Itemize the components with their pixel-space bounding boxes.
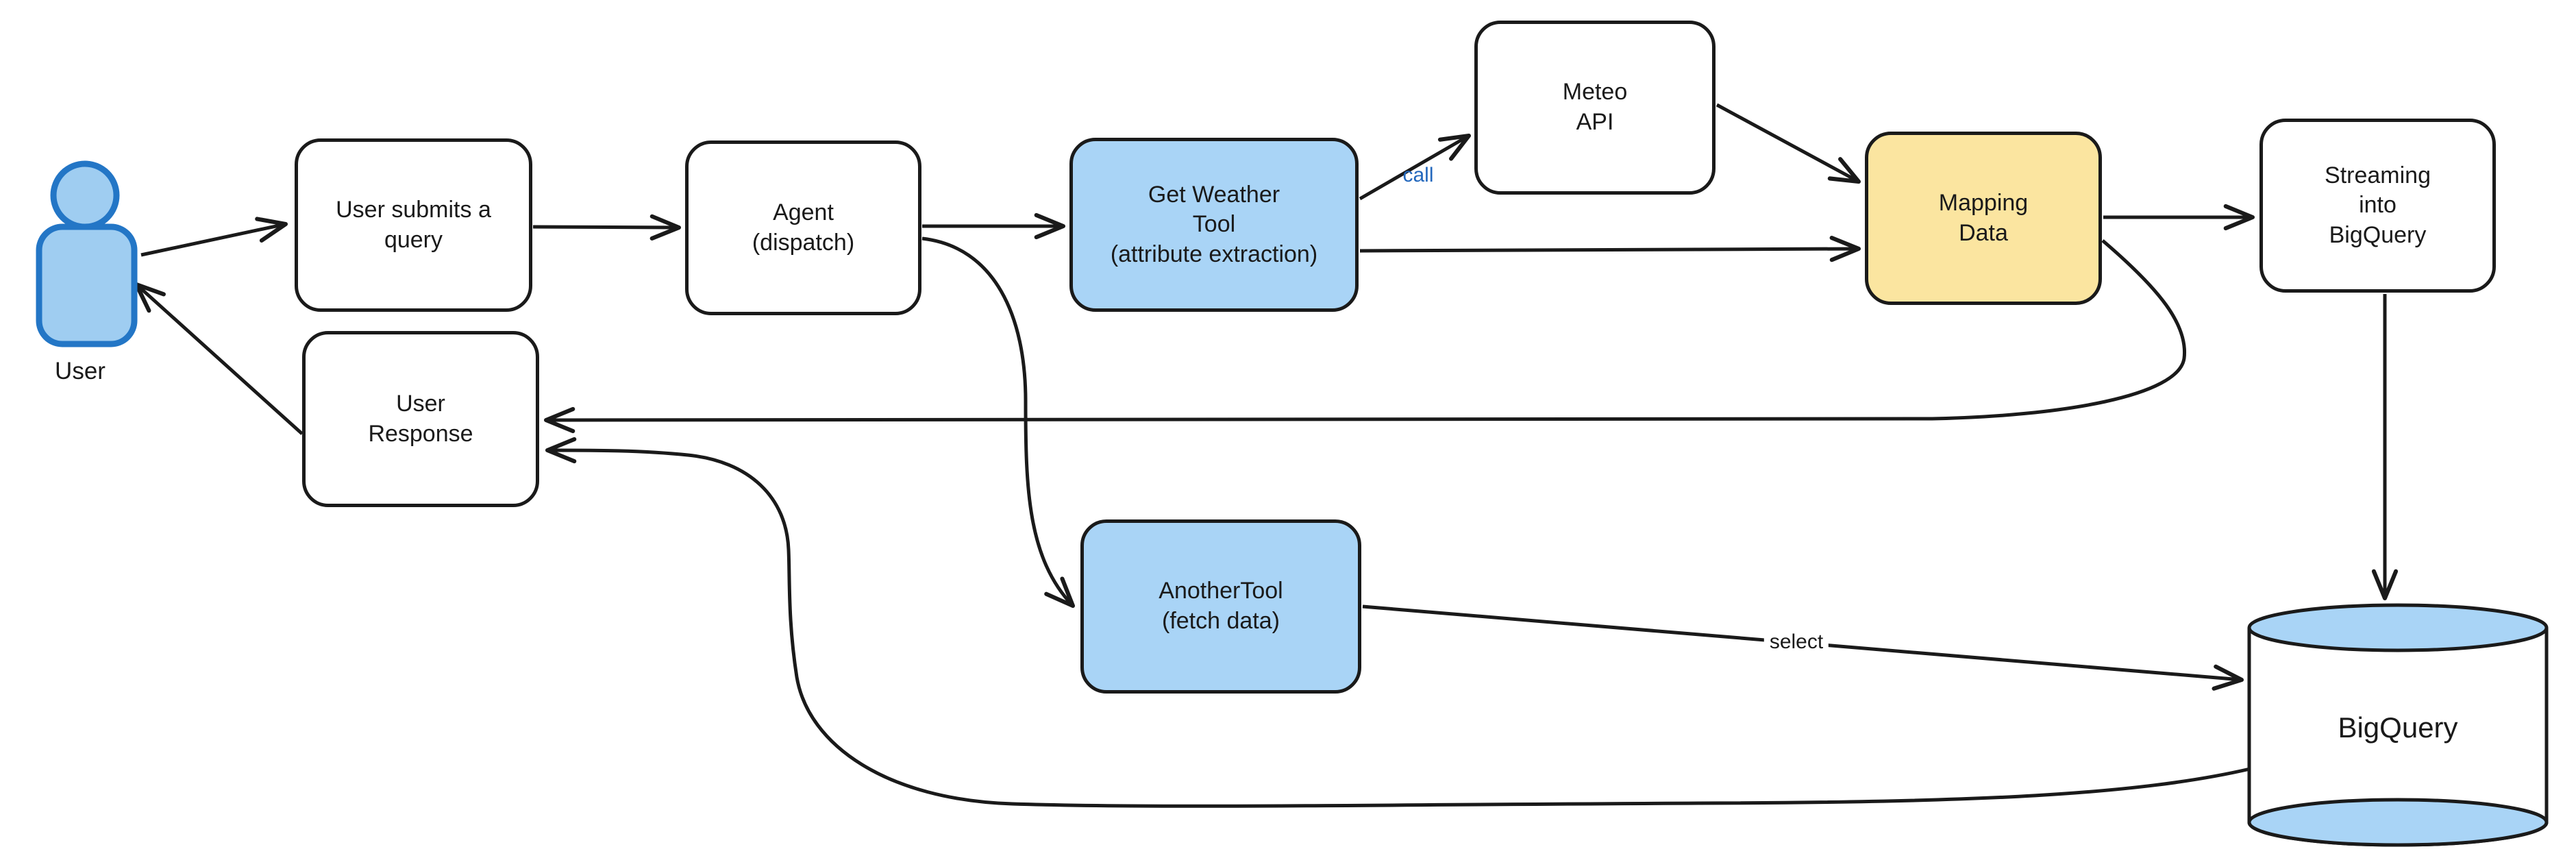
- edge-mapping-to-response: [543, 239, 2187, 434]
- node-meteo-api[interactable]: Meteo API: [1474, 21, 1716, 195]
- node-another-tool-label: AnotherTool (fetch data): [1159, 578, 1283, 634]
- edge-weather-to-meteo-call: [1359, 133, 1472, 201]
- node-another-tool[interactable]: AnotherTool (fetch data): [1080, 519, 1361, 694]
- node-mapping-data-label: Mapping Data: [1938, 189, 2029, 246]
- node-user-submits-query-label: User submits a query: [336, 196, 491, 253]
- edge-query-to-agent: [532, 214, 682, 241]
- user-icon-body: [36, 223, 138, 347]
- node-user-submits-query[interactable]: User submits a query: [295, 138, 532, 312]
- node-streaming-into-bigquery-label: Streaming into BigQuery: [2325, 162, 2431, 248]
- node-agent-dispatch-label: Agent (dispatch): [752, 199, 855, 256]
- bigquery-cylinder-bottom-cap: [2247, 798, 2549, 847]
- user-icon-label: User: [55, 358, 106, 384]
- edge-meteo-to-mapping: [1716, 103, 1861, 184]
- edge-label-call: call: [1402, 164, 1434, 186]
- edge-label-select: select: [1763, 629, 1829, 655]
- user-icon-head: [50, 160, 120, 230]
- node-mapping-data[interactable]: Mapping Data: [1865, 132, 2102, 305]
- edge-weather-to-mapping: [1359, 236, 1861, 262]
- bigquery-cylinder[interactable]: [2247, 603, 2549, 847]
- edge-bigquery-to-response: [545, 437, 2251, 808]
- bigquery-label: BigQuery: [2338, 711, 2458, 744]
- bigquery-cylinder-top-cap: [2247, 603, 2549, 652]
- edge-response-to-user: [134, 282, 304, 435]
- node-get-weather-tool-label: Get Weather Tool (attribute extraction): [1110, 181, 1318, 267]
- node-user-response[interactable]: User Response: [302, 331, 539, 507]
- node-get-weather-tool[interactable]: Get Weather Tool (attribute extraction): [1069, 138, 1359, 312]
- node-meteo-api-label: Meteo API: [1562, 79, 1628, 135]
- node-user-response-label: User Response: [368, 390, 473, 447]
- node-agent-dispatch[interactable]: Agent (dispatch): [685, 140, 921, 315]
- edge-agent-to-anothertool: [921, 236, 1076, 609]
- node-streaming-into-bigquery[interactable]: Streaming into BigQuery: [2259, 119, 2496, 293]
- user-person-icon[interactable]: [36, 160, 138, 347]
- edge-user-to-query: [140, 217, 288, 257]
